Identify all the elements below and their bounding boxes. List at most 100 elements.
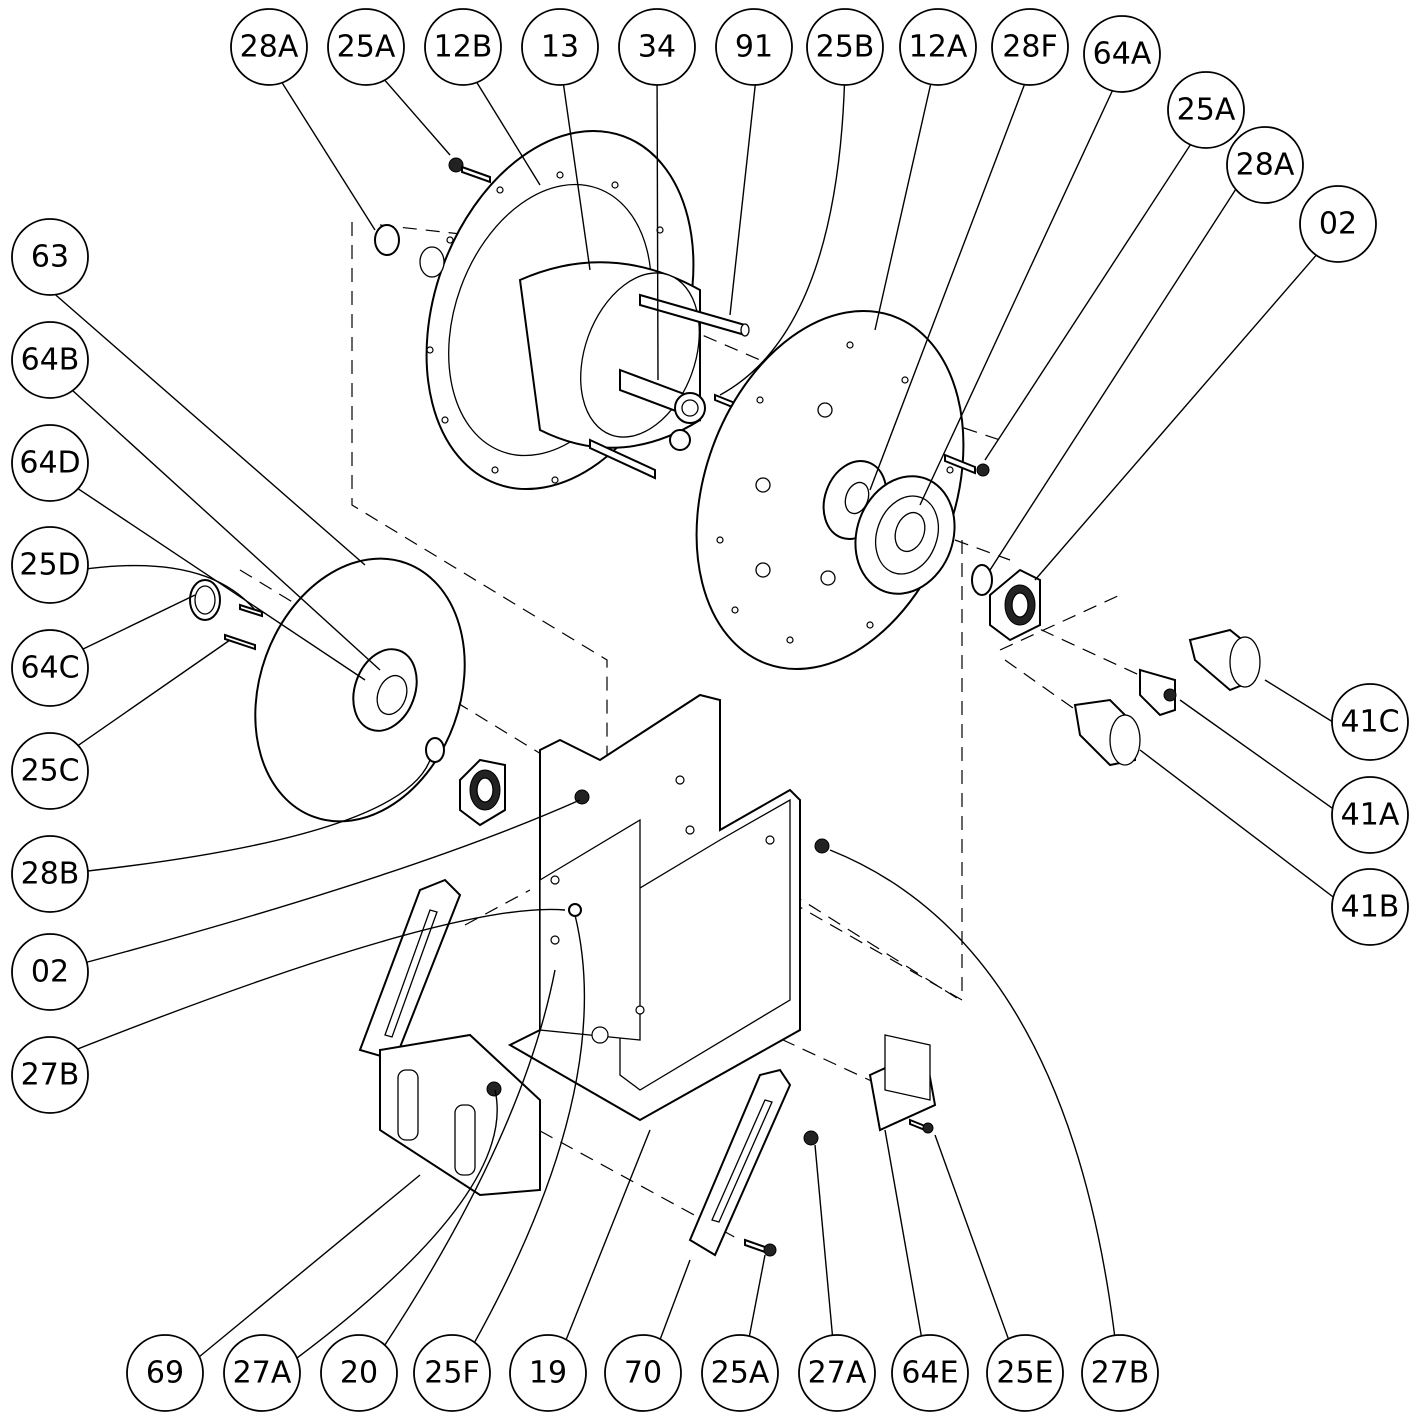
callout-02-right: 02: [1299, 185, 1377, 263]
callout-64D: 64D: [11, 424, 89, 502]
washer-28A-top: [374, 224, 445, 278]
screws-25D-25C: [224, 603, 263, 651]
callout-41B: 41B: [1331, 868, 1409, 946]
svg-text:12B: 12B: [434, 30, 493, 65]
svg-text:64E: 64E: [901, 1356, 958, 1391]
svg-text:12A: 12A: [909, 30, 968, 65]
svg-text:02: 02: [1319, 207, 1357, 242]
svg-text:25B: 25B: [816, 30, 875, 65]
svg-text:13: 13: [541, 30, 579, 65]
callout-28A-right: 28A: [1226, 126, 1304, 204]
spacer-28B: [425, 737, 445, 763]
base-frame-19: [507, 693, 801, 1122]
arm-70: [688, 1068, 792, 1257]
svg-text:64B: 64B: [21, 343, 80, 378]
washer-28A-right: [971, 564, 993, 596]
nut-27B-right: [814, 838, 830, 854]
elbow-41A: [1139, 668, 1177, 717]
callout-64B: 64B: [11, 321, 89, 399]
callout-41A: 41A: [1331, 776, 1409, 854]
svg-text:25C: 25C: [20, 754, 79, 789]
svg-text:28B: 28B: [21, 857, 80, 892]
drum-13: [518, 261, 701, 449]
bracket-64E: [868, 1034, 937, 1132]
callout-28F: 28F: [991, 8, 1069, 86]
pin-25F: [568, 903, 582, 917]
svg-text:27A: 27A: [808, 1356, 867, 1391]
callout-25A-right: 25A: [1167, 71, 1245, 149]
bolt-25A-bottom: [744, 1238, 777, 1257]
callout-27B-bottom: 27B: [1081, 1334, 1159, 1412]
callout-63: 63: [11, 218, 89, 296]
callout-41C: 41C: [1331, 683, 1409, 761]
fitting-41B: [1073, 698, 1141, 767]
nut-27A-left: [486, 1081, 502, 1097]
svg-text:25D: 25D: [19, 548, 80, 583]
callout-20: 20: [320, 1334, 398, 1412]
bearing-02-left: [459, 758, 506, 827]
svg-text:41B: 41B: [1341, 890, 1400, 925]
svg-text:20: 20: [340, 1356, 378, 1391]
svg-text:64C: 64C: [20, 651, 79, 686]
svg-text:64D: 64D: [19, 446, 80, 481]
callout-69: 69: [126, 1334, 204, 1412]
svg-text:41C: 41C: [1340, 705, 1399, 740]
callout-28A-top: 28A: [230, 8, 308, 86]
svg-text:25A: 25A: [711, 1356, 770, 1391]
svg-text:02: 02: [31, 955, 69, 990]
svg-text:28A: 28A: [1236, 148, 1295, 183]
callout-25D: 25D: [11, 526, 89, 604]
callout-28B: 28B: [11, 835, 89, 913]
ratchet-gear-64A: [854, 475, 956, 595]
callout-12B: 12B: [424, 8, 502, 86]
callout-70: 70: [604, 1334, 682, 1412]
callout-25A-top: 25A: [327, 8, 405, 86]
bolt-25A-right: [944, 453, 990, 477]
ring-64C: [189, 579, 221, 621]
pin-91: [589, 293, 750, 480]
fitting-41C: [1188, 628, 1261, 692]
callout-64C: 64C: [11, 629, 89, 707]
svg-text:34: 34: [638, 30, 676, 65]
svg-text:41A: 41A: [1341, 798, 1400, 833]
screw-25E: [909, 1118, 934, 1134]
svg-text:25F: 25F: [424, 1356, 479, 1391]
svg-text:69: 69: [146, 1356, 184, 1391]
svg-text:64A: 64A: [1093, 37, 1152, 72]
hub-64B: [352, 648, 418, 732]
roller-guide-69: [379, 1033, 541, 1197]
callout-25C: 25C: [11, 732, 89, 810]
svg-text:27B: 27B: [21, 1058, 80, 1093]
svg-text:25E: 25E: [996, 1356, 1053, 1391]
callout-19: 19: [509, 1334, 587, 1412]
callout-13: 13: [521, 8, 599, 86]
nut-27A-right: [803, 1130, 819, 1146]
svg-text:27B: 27B: [1091, 1356, 1150, 1391]
svg-text:63: 63: [31, 240, 69, 275]
callout-27B-left: 27B: [11, 1036, 89, 1114]
callout-64A: 64A: [1083, 15, 1161, 93]
callout-25B: 25B: [806, 8, 884, 86]
svg-text:28A: 28A: [240, 30, 299, 65]
svg-text:28F: 28F: [1002, 30, 1057, 65]
callout-64E: 64E: [891, 1334, 969, 1412]
bearing-02-right: [989, 568, 1041, 642]
callout-25F: 25F: [413, 1334, 491, 1412]
callout-27A-bottom1: 27A: [223, 1334, 301, 1412]
bolt-25A-top: [448, 157, 491, 184]
svg-text:91: 91: [735, 30, 773, 65]
svg-text:25A: 25A: [337, 30, 396, 65]
callout-27A-bottom2: 27A: [798, 1334, 876, 1412]
callout-25E: 25E: [986, 1334, 1064, 1412]
svg-text:27A: 27A: [233, 1356, 292, 1391]
shaft-34: [619, 368, 706, 451]
callout-34: 34: [618, 8, 696, 86]
callout-91: 91: [715, 8, 793, 86]
svg-text:25A: 25A: [1177, 93, 1236, 128]
svg-text:19: 19: [529, 1356, 567, 1391]
arm-20: [358, 878, 462, 1062]
svg-text:70: 70: [624, 1356, 662, 1391]
callout-12A: 12A: [899, 8, 977, 86]
callout-25A-bottom: 25A: [701, 1334, 779, 1412]
